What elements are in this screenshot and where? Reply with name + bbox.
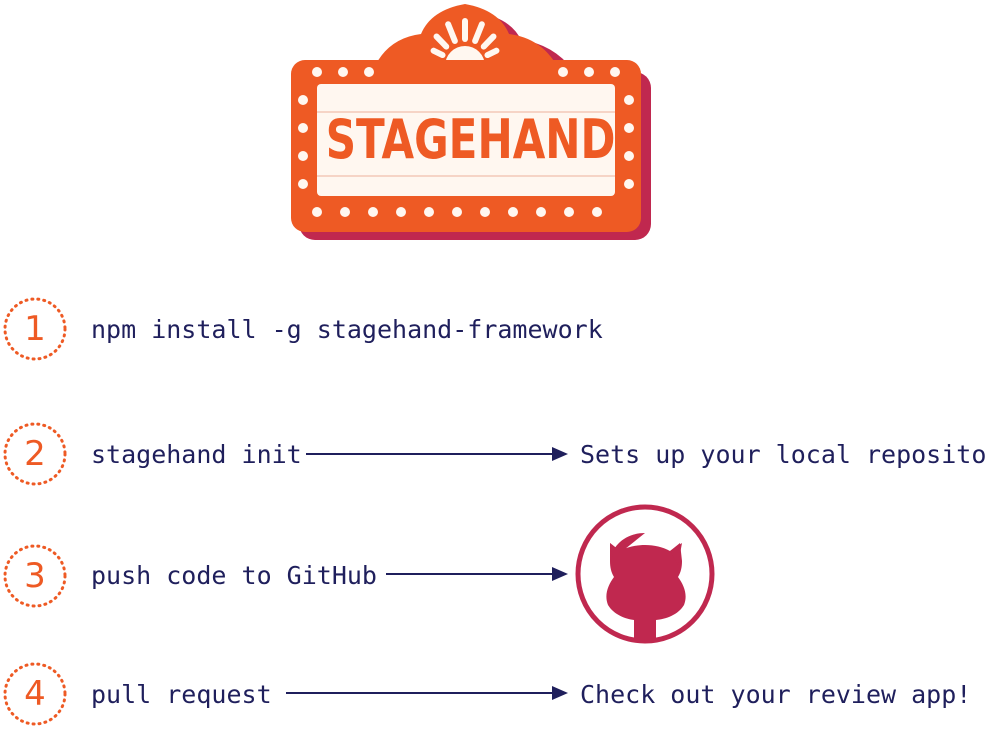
step-4-badge: 4	[2, 661, 68, 727]
step-3-badge: 3	[2, 543, 68, 609]
step-3-number: 3	[24, 556, 46, 596]
step-4-result: Check out your review app!	[580, 680, 972, 709]
dotted-circle-icon	[3, 297, 67, 361]
step-4-text: pull request	[91, 680, 272, 709]
step-2-text: stagehand init	[91, 440, 302, 469]
github-octocat-icon	[575, 504, 715, 644]
step-1-text: npm install -g stagehand-framework	[91, 315, 603, 344]
dotted-circle-icon	[3, 662, 67, 726]
dotted-circle-icon	[3, 422, 67, 486]
stagehand-logo: STAGEHAND	[285, 0, 655, 245]
logo-title: STAGEHAND	[325, 108, 616, 171]
dotted-circle-icon	[3, 544, 67, 608]
marquee-sign-graphic	[291, 4, 651, 240]
arrow-right-icon	[386, 567, 568, 581]
step-1-number: 1	[24, 309, 46, 349]
step-4-number: 4	[24, 674, 46, 714]
step-3-text: push code to GitHub	[91, 561, 377, 590]
step-2-number: 2	[24, 434, 46, 474]
arrow-right-icon	[306, 447, 568, 461]
step-1-badge: 1	[2, 296, 68, 362]
arrow-right-icon	[286, 686, 568, 700]
step-2-result: Sets up your local repository	[580, 440, 990, 469]
step-2-badge: 2	[2, 421, 68, 487]
